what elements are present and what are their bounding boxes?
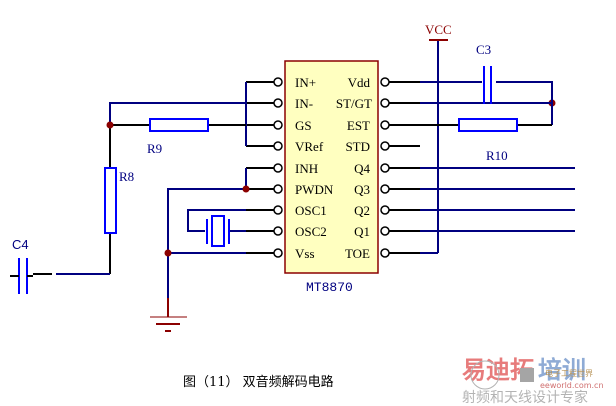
c4-label: C4 <box>12 237 29 252</box>
vcc-label: VCC <box>425 22 452 37</box>
junction-dots <box>106 99 556 257</box>
pin-label: EST <box>347 118 370 133</box>
watermark-brand-blue: 培训 <box>538 356 586 384</box>
figure-caption: 图（11） 双音频解码电路 <box>183 374 334 390</box>
c3-capacitor <box>483 66 492 104</box>
watermark-logo-icon <box>520 368 534 382</box>
r9-label: R9 <box>147 141 162 156</box>
pin-label: PWDN <box>295 182 334 197</box>
right-pin-leads <box>380 77 420 258</box>
pin-label: VRef <box>295 139 324 154</box>
left-pin-labels: IN+ IN- GS VRef INH PWDN OSC1 OSC2 Vss <box>295 75 334 261</box>
pin-label: Q3 <box>354 182 370 197</box>
c4-capacitor <box>18 258 28 294</box>
r9-wires <box>33 124 246 275</box>
r8-resistor <box>104 167 117 234</box>
chip-part-label: MT8870 <box>306 280 353 295</box>
pin-label: Q4 <box>354 161 370 176</box>
r10-resistor <box>458 118 518 132</box>
pin-label: IN- <box>295 96 313 111</box>
watermark-site-cn: 电子工程世界 <box>545 368 593 378</box>
pin-label: GS <box>295 118 312 133</box>
watermark-site: eeworld.com.cn <box>540 381 604 390</box>
chip-body <box>284 60 379 274</box>
r8-label: R8 <box>119 169 134 184</box>
crystal <box>206 215 230 247</box>
pin-label: OSC1 <box>295 203 327 218</box>
watermark: 易迪拓 培训 电子工程世界 eeworld.com.cn 射频和天线设计专家 <box>462 356 604 406</box>
watermark-slogan: 射频和天线设计专家 <box>462 389 588 406</box>
watermark-logo-icon <box>470 360 500 390</box>
ground-icon <box>150 298 187 332</box>
pin-label: TOE <box>345 246 370 261</box>
pin-label: OSC2 <box>295 224 327 239</box>
pin-label: INH <box>295 161 318 176</box>
pin-label: Q1 <box>354 224 370 239</box>
pin-label: STD <box>345 139 370 154</box>
right-wires <box>420 40 575 254</box>
est-wires <box>389 124 552 147</box>
pin-label: IN+ <box>295 75 316 90</box>
r10-label: R10 <box>486 148 508 163</box>
pin-label: ST/GT <box>336 96 372 111</box>
left-pin-leads <box>246 77 283 258</box>
c3-label: C3 <box>476 42 491 57</box>
pin-label: Vss <box>295 246 315 261</box>
left-wires <box>109 82 247 298</box>
r9-resistor <box>149 118 209 132</box>
right-pin-labels: Vdd ST/GT EST STD Q4 Q3 Q2 Q1 TOE <box>336 75 372 261</box>
pin-label: Q2 <box>354 203 370 218</box>
pin-label: Vdd <box>348 75 371 90</box>
